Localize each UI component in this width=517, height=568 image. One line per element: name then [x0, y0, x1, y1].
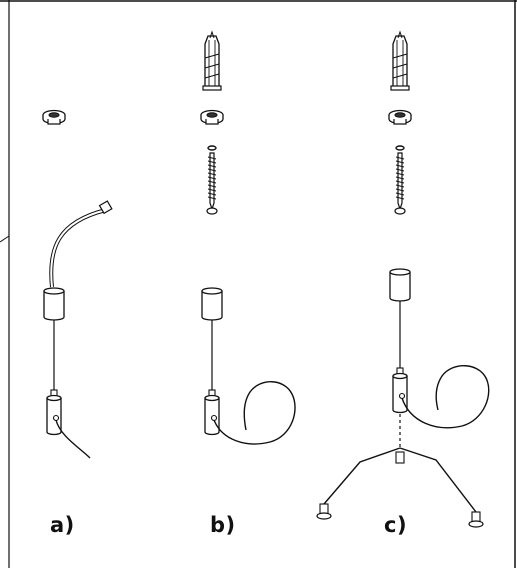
- panel-b-coiled-cable: [213, 381, 296, 445]
- panel-c-wall-plug: [390, 31, 410, 91]
- panel-a-cable-end: [98, 200, 113, 215]
- panel-b-screw: [206, 152, 218, 215]
- panel-b-label: b): [210, 513, 236, 537]
- panel-c-ring: [395, 145, 405, 151]
- panel-b: [200, 31, 296, 445]
- panel-c-left-foot: [316, 503, 332, 520]
- panel-c-coiled-cable: [401, 365, 490, 429]
- panel-b-gripper: [204, 389, 220, 436]
- frame-left-tick: [0, 235, 10, 243]
- panel-b-wall-plug: [202, 31, 222, 91]
- panel-c-left-arm: [323, 447, 401, 505]
- panel-c-screw: [394, 152, 406, 215]
- panel-c-hub: [395, 451, 405, 464]
- panel-b-ring: [207, 145, 217, 151]
- panel-c-right-foot: [468, 511, 484, 528]
- panel-a-canopy: [43, 287, 65, 321]
- panel-c-right-arm: [399, 447, 477, 513]
- panel-a-label: a): [50, 513, 75, 537]
- panel-a: [42, 109, 113, 459]
- panel-c-washer: [388, 109, 412, 125]
- panel-a-washer: [42, 109, 66, 125]
- panel-b-canopy: [201, 287, 223, 321]
- panel-c-canopy: [389, 268, 411, 302]
- panel-c-label: c): [384, 513, 408, 537]
- panel-b-washer: [200, 109, 224, 125]
- panel-c: [316, 31, 490, 528]
- panel-a-loose-cable: [55, 419, 91, 459]
